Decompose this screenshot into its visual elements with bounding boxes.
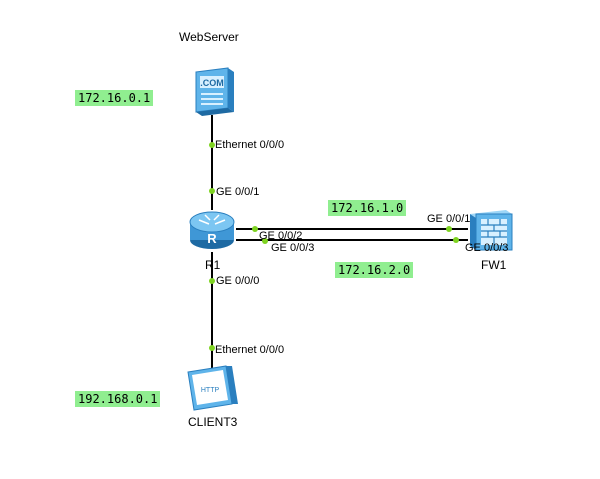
port-label-r1-ge000: GE 0/0/0 — [216, 275, 260, 287]
router-badge: R — [207, 231, 217, 246]
port-label-client-eth: Ethernet 0/0/0 — [215, 344, 285, 356]
router-name: R1 — [205, 258, 221, 272]
firewall-icon[interactable] — [470, 210, 513, 251]
port-label-r1-ge001: GE 0/0/1 — [216, 186, 260, 198]
webserver-icon[interactable]: .COM — [195, 67, 234, 116]
port-dot-fw-ge003 — [453, 237, 459, 243]
webserver-name: WebServer — [179, 30, 239, 44]
network-label-client: 192.168.0.1 — [75, 391, 161, 407]
client-badge: HTTP — [201, 387, 220, 394]
port-dot-fw-ge001 — [446, 226, 452, 232]
port-dot-webserver-eth — [209, 142, 215, 148]
network-label-server: 172.16.0.1 — [75, 90, 154, 106]
firewall-name: FW1 — [481, 258, 507, 272]
router-icon[interactable]: R — [189, 211, 235, 249]
port-label-r1-ge002: GE 0/0/2 — [259, 230, 303, 242]
client-icon[interactable]: HTTP — [187, 365, 238, 411]
network-label-link1: 172.16.1.0 — [328, 200, 407, 216]
client-name: CLIENT3 — [188, 415, 238, 429]
port-label-r1-ge003: GE 0/0/3 — [271, 242, 315, 254]
port-dot-r1-ge000 — [209, 278, 215, 284]
network-label-link2: 172.16.2.0 — [335, 262, 414, 278]
port-dot-r1-ge001 — [209, 188, 215, 194]
port-label-webserver-eth: Ethernet 0/0/0 — [215, 139, 285, 151]
port-label-fw-ge001: GE 0/0/1 — [427, 213, 471, 225]
port-dot-client-eth — [209, 345, 215, 351]
port-label-fw-ge003: GE 0/0/3 — [465, 242, 509, 254]
port-dot-r1-ge002 — [252, 226, 258, 232]
webserver-badge: .COM — [200, 78, 224, 88]
port-dot-r1-ge003 — [262, 238, 268, 244]
